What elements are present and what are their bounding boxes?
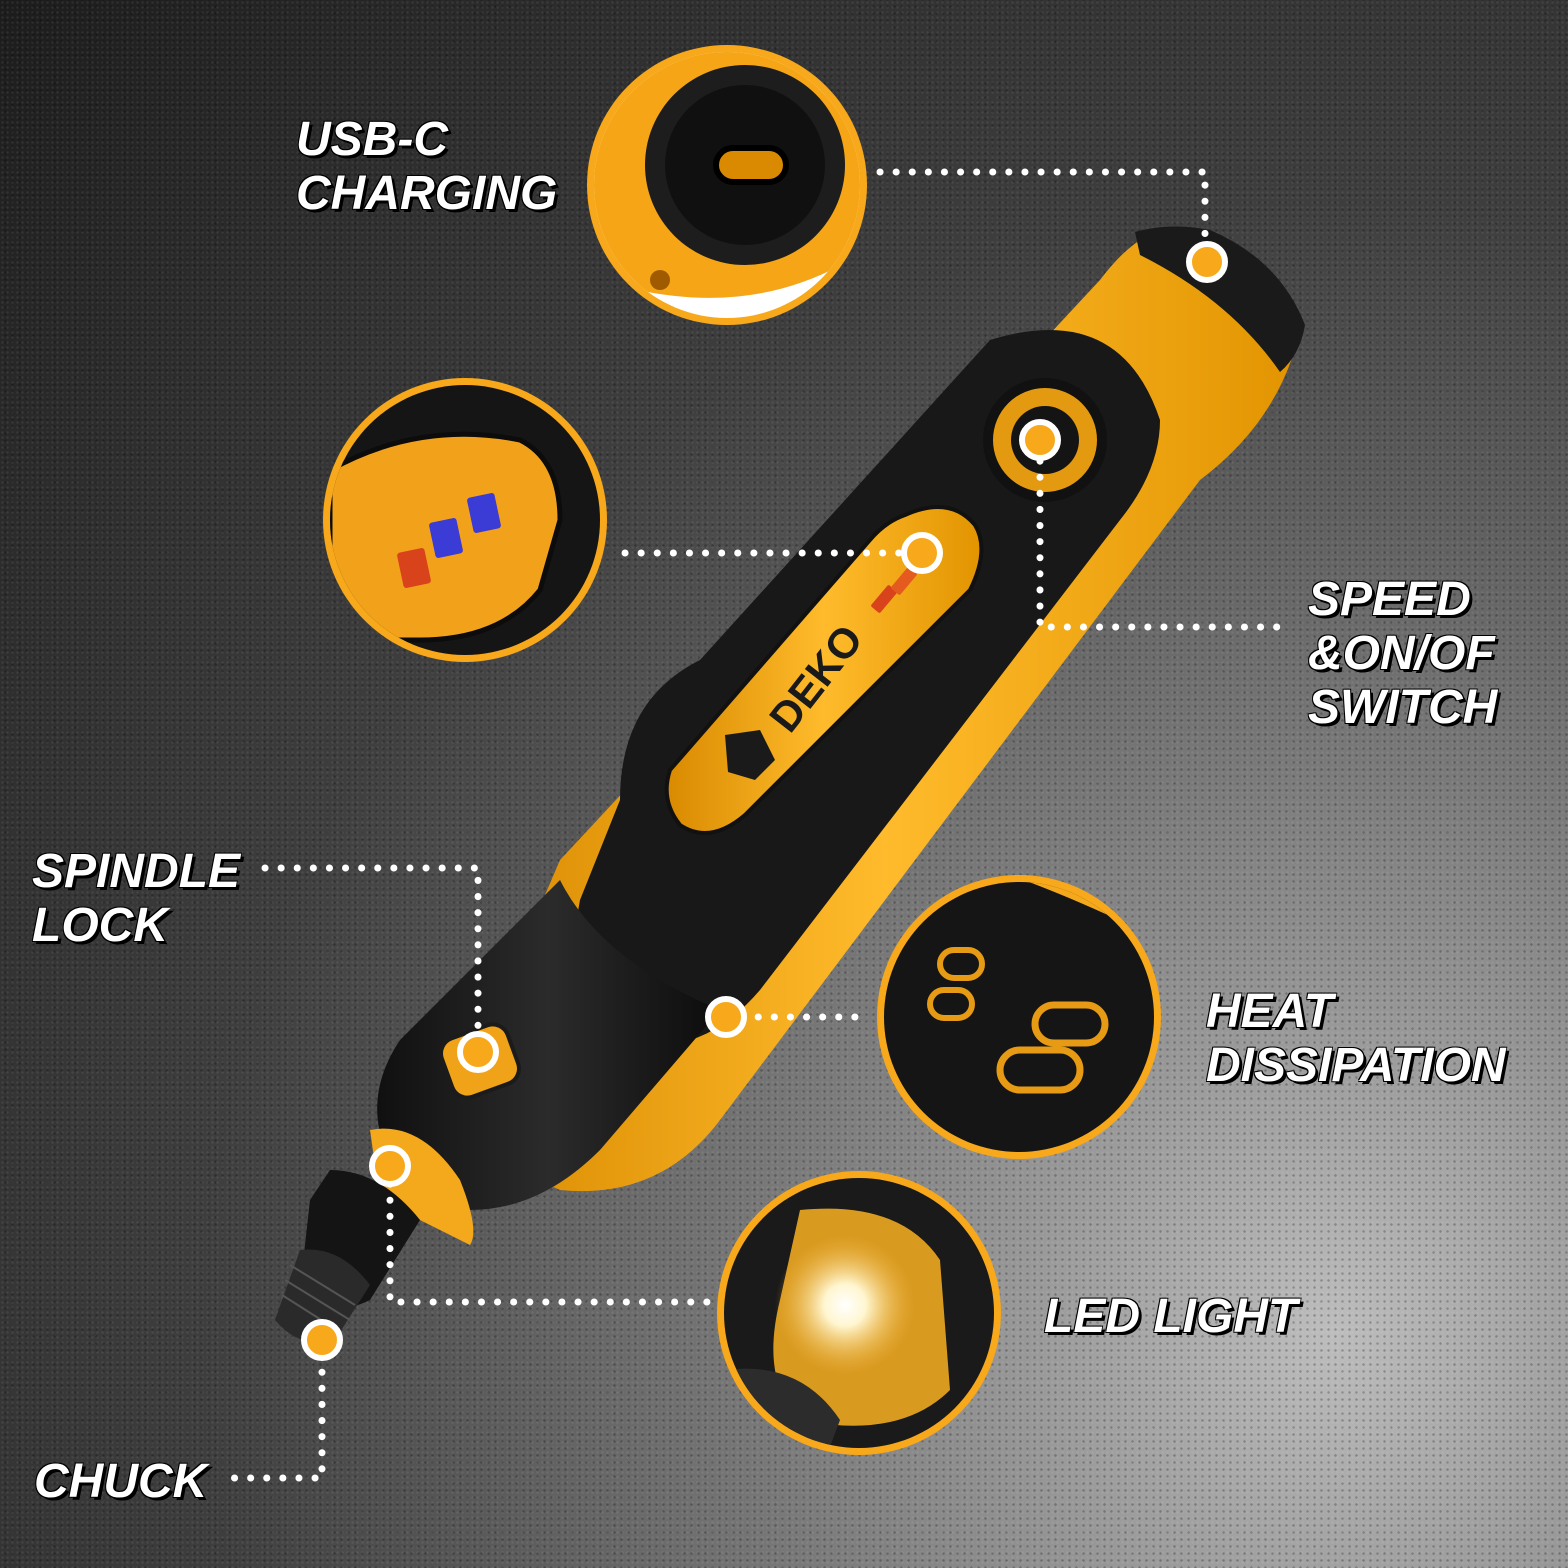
label-led-line1: LED LIGHT — [1044, 1290, 1298, 1343]
label-led-light: LED LIGHT — [1044, 1290, 1297, 1344]
label-spindle-lock: SPINDLE LOCK — [32, 845, 240, 953]
label-speed-line2: &ON/OF — [1308, 627, 1495, 680]
label-usb-c-line1: USB-C — [296, 113, 448, 166]
label-heat-dissipation: HEAT DISSIPATION — [1206, 985, 1506, 1093]
light-icon — [717, 1171, 1001, 1455]
label-usb-c-charging: USB-C CHARGING — [296, 113, 557, 221]
label-spindle-line2: LOCK — [32, 899, 168, 952]
label-heat-line2: DISSIPATION — [1206, 1039, 1506, 1092]
usb-c-port-icon — [587, 45, 867, 325]
label-speed-line1: SPEED — [1308, 573, 1471, 626]
label-speed-switch: SPEED &ON/OF SWITCH — [1308, 573, 1497, 735]
label-speed-line3: SWITCH — [1308, 681, 1498, 734]
label-usb-c-line2: CHARGING — [296, 167, 558, 220]
callout-markers — [301, 241, 1228, 1361]
label-heat-line1: HEAT — [1206, 985, 1334, 1038]
vent-icon — [877, 875, 1161, 1159]
leader-lines — [221, 168, 1289, 1482]
rotary-tool: DEKO — [275, 226, 1305, 1343]
gorilla-head-logo-icon — [725, 730, 775, 780]
label-chuck-line1: CHUCK — [34, 1455, 208, 1508]
label-spindle-line1: SPINDLE — [32, 845, 241, 898]
speed-indicator-icon — [323, 378, 607, 662]
label-chuck: CHUCK — [34, 1455, 207, 1509]
